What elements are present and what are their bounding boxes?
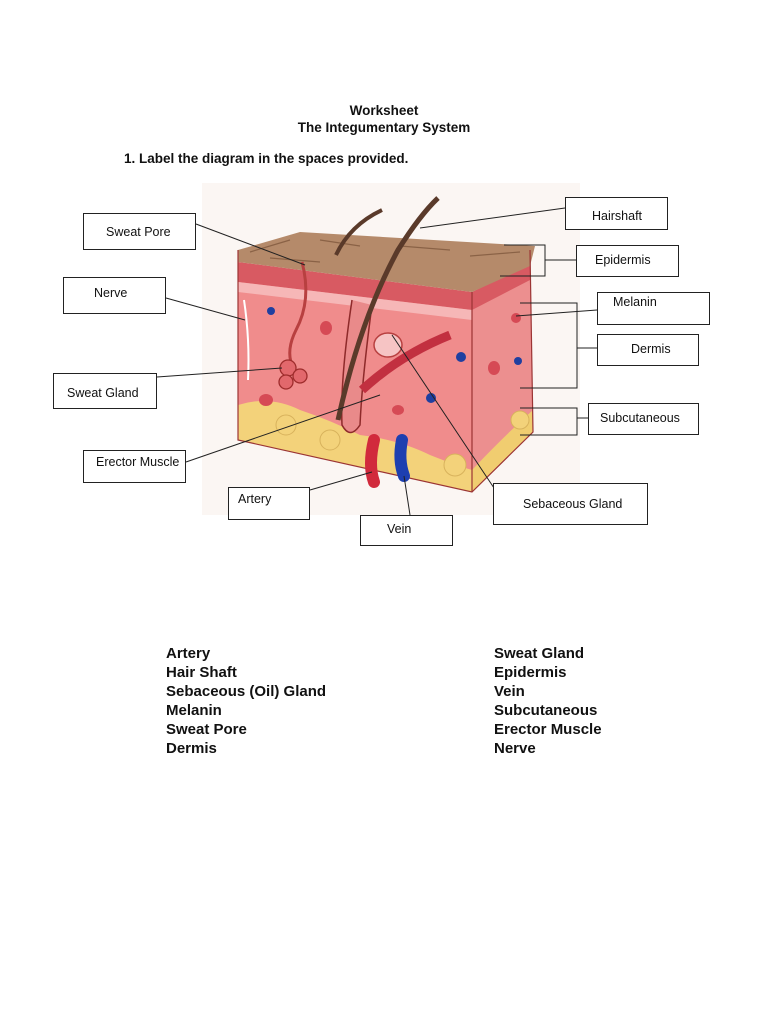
word-bank-item: Sebaceous (Oil) Gland — [166, 683, 327, 700]
sebaceous-gland — [373, 332, 403, 358]
label-epidermis: Epidermis — [576, 245, 679, 277]
cell — [392, 405, 404, 415]
label-hairshaft: Hairshaft — [565, 197, 668, 230]
leader-sebaceous — [391, 334, 495, 489]
leader-sweat-pore — [195, 223, 306, 266]
label-sweat-gland: Sweat Gland — [53, 373, 157, 409]
cell — [488, 361, 500, 375]
word-bank-item: Melanin — [166, 702, 222, 719]
worksheet-subtitle: The Integumentary System — [297, 120, 471, 135]
cell — [259, 394, 273, 406]
word-bank-item: Epidermis — [494, 664, 567, 681]
hair-shaft — [335, 196, 440, 421]
sweat-gland — [278, 374, 294, 390]
leader-artery — [309, 471, 373, 491]
erector-muscle — [358, 330, 452, 394]
nerve — [243, 299, 250, 381]
subcutaneous-side — [472, 410, 533, 492]
instruction-text: 1. Label the diagram in the spaces provi… — [124, 151, 409, 166]
hair-shaft-2 — [334, 208, 383, 256]
word-bank-item: Sweat Pore — [166, 721, 247, 738]
leader-melanin — [515, 309, 598, 317]
leader-nerve — [165, 297, 246, 321]
label-sweat-pore: Sweat Pore — [83, 213, 196, 250]
worksheet-title: Worksheet — [349, 103, 419, 118]
word-bank-item: Erector Muscle — [494, 721, 602, 738]
label-dermis: Dermis — [597, 334, 699, 366]
label-nerve: Nerve — [63, 277, 166, 314]
label-subcutaneous: Subcutaneous — [588, 403, 699, 435]
label-artery: Artery — [228, 487, 310, 520]
leader-erector-muscle — [185, 394, 381, 463]
label-vein: Vein — [360, 515, 453, 546]
word-bank-item: Vein — [494, 683, 525, 700]
cell — [320, 321, 332, 335]
leader-vein — [403, 475, 411, 516]
sweat-gland-duct — [288, 261, 308, 366]
label-erector-muscle: Erector Muscle — [83, 450, 186, 483]
leader-sweat-gland — [156, 367, 283, 378]
label-sebaceous-gland: Sebaceous Gland — [493, 483, 648, 525]
blood-vessel-blue — [267, 307, 275, 315]
vein — [394, 434, 410, 482]
word-bank-item: Subcutaneous — [494, 702, 598, 719]
word-bank-item: Artery — [166, 645, 211, 662]
word-bank-right: Sweat Gland Epidermis Vein Subcutaneous … — [494, 644, 602, 758]
word-bank-item: Sweat Gland — [494, 645, 585, 662]
word-bank-item: Dermis — [166, 740, 217, 757]
word-bank-item: Nerve — [494, 740, 536, 757]
epidermis-layer — [238, 262, 472, 310]
label-melanin: Melanin — [597, 292, 710, 325]
cell — [511, 313, 521, 323]
leader-hairshaft — [419, 207, 566, 229]
artery — [365, 434, 380, 488]
skin-surface — [238, 232, 535, 292]
word-bank-item: Hair Shaft — [166, 664, 237, 681]
word-bank-left: Artery Hair Shaft Sebaceous (Oil) Gland … — [166, 644, 326, 758]
